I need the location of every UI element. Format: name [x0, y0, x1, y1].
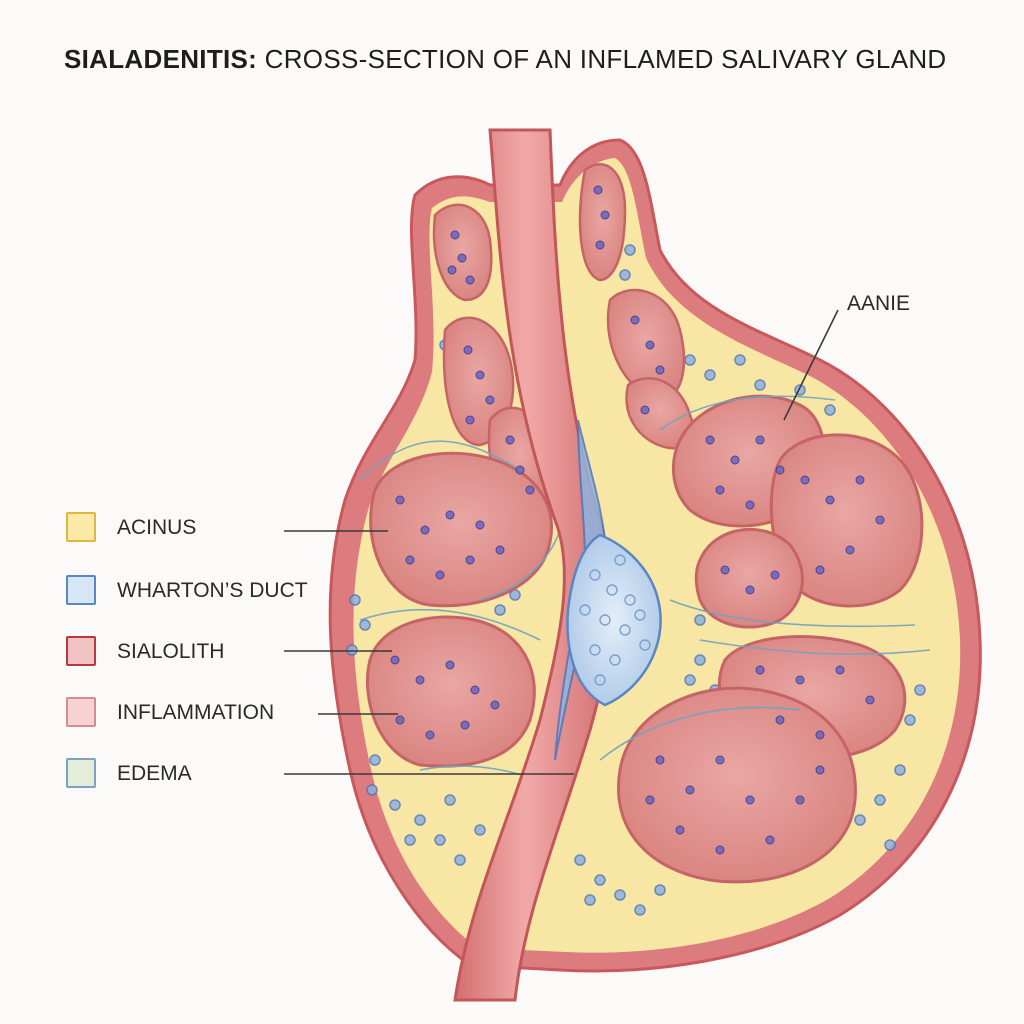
- legend-label-whartons-duct: WHARTON’S DUCT: [117, 579, 308, 602]
- legend-swatch-sialolith: [66, 636, 96, 666]
- legend-swatch-whartons-duct: [66, 575, 96, 605]
- cell-nuclei: [390, 185, 885, 855]
- title-bold: SIALADENITIS:: [64, 44, 258, 74]
- legend-swatch-acinus: [66, 512, 96, 542]
- fat-droplets: [346, 244, 926, 916]
- diagram-title: SIALADENITIS: CROSS-SECTION OF AN INFLAM…: [64, 44, 947, 75]
- legend-swatch-edema: [66, 758, 96, 788]
- legend-label-sialolith: SIALOLITH: [117, 640, 225, 663]
- sialolith: [566, 533, 662, 707]
- legend-label-edema: EDEMA: [117, 762, 192, 785]
- legend-label-inflammation: INFLAMMATION: [117, 701, 275, 724]
- title-rest: CROSS-SECTION OF AN INFLAMED SALIVARY GL…: [264, 44, 947, 74]
- legend-label-acinus: ACINUS: [117, 516, 197, 539]
- callout-label-aanie: AANIE: [847, 292, 911, 315]
- callout-lines: [284, 309, 839, 775]
- legend-swatch-inflammation: [66, 697, 96, 727]
